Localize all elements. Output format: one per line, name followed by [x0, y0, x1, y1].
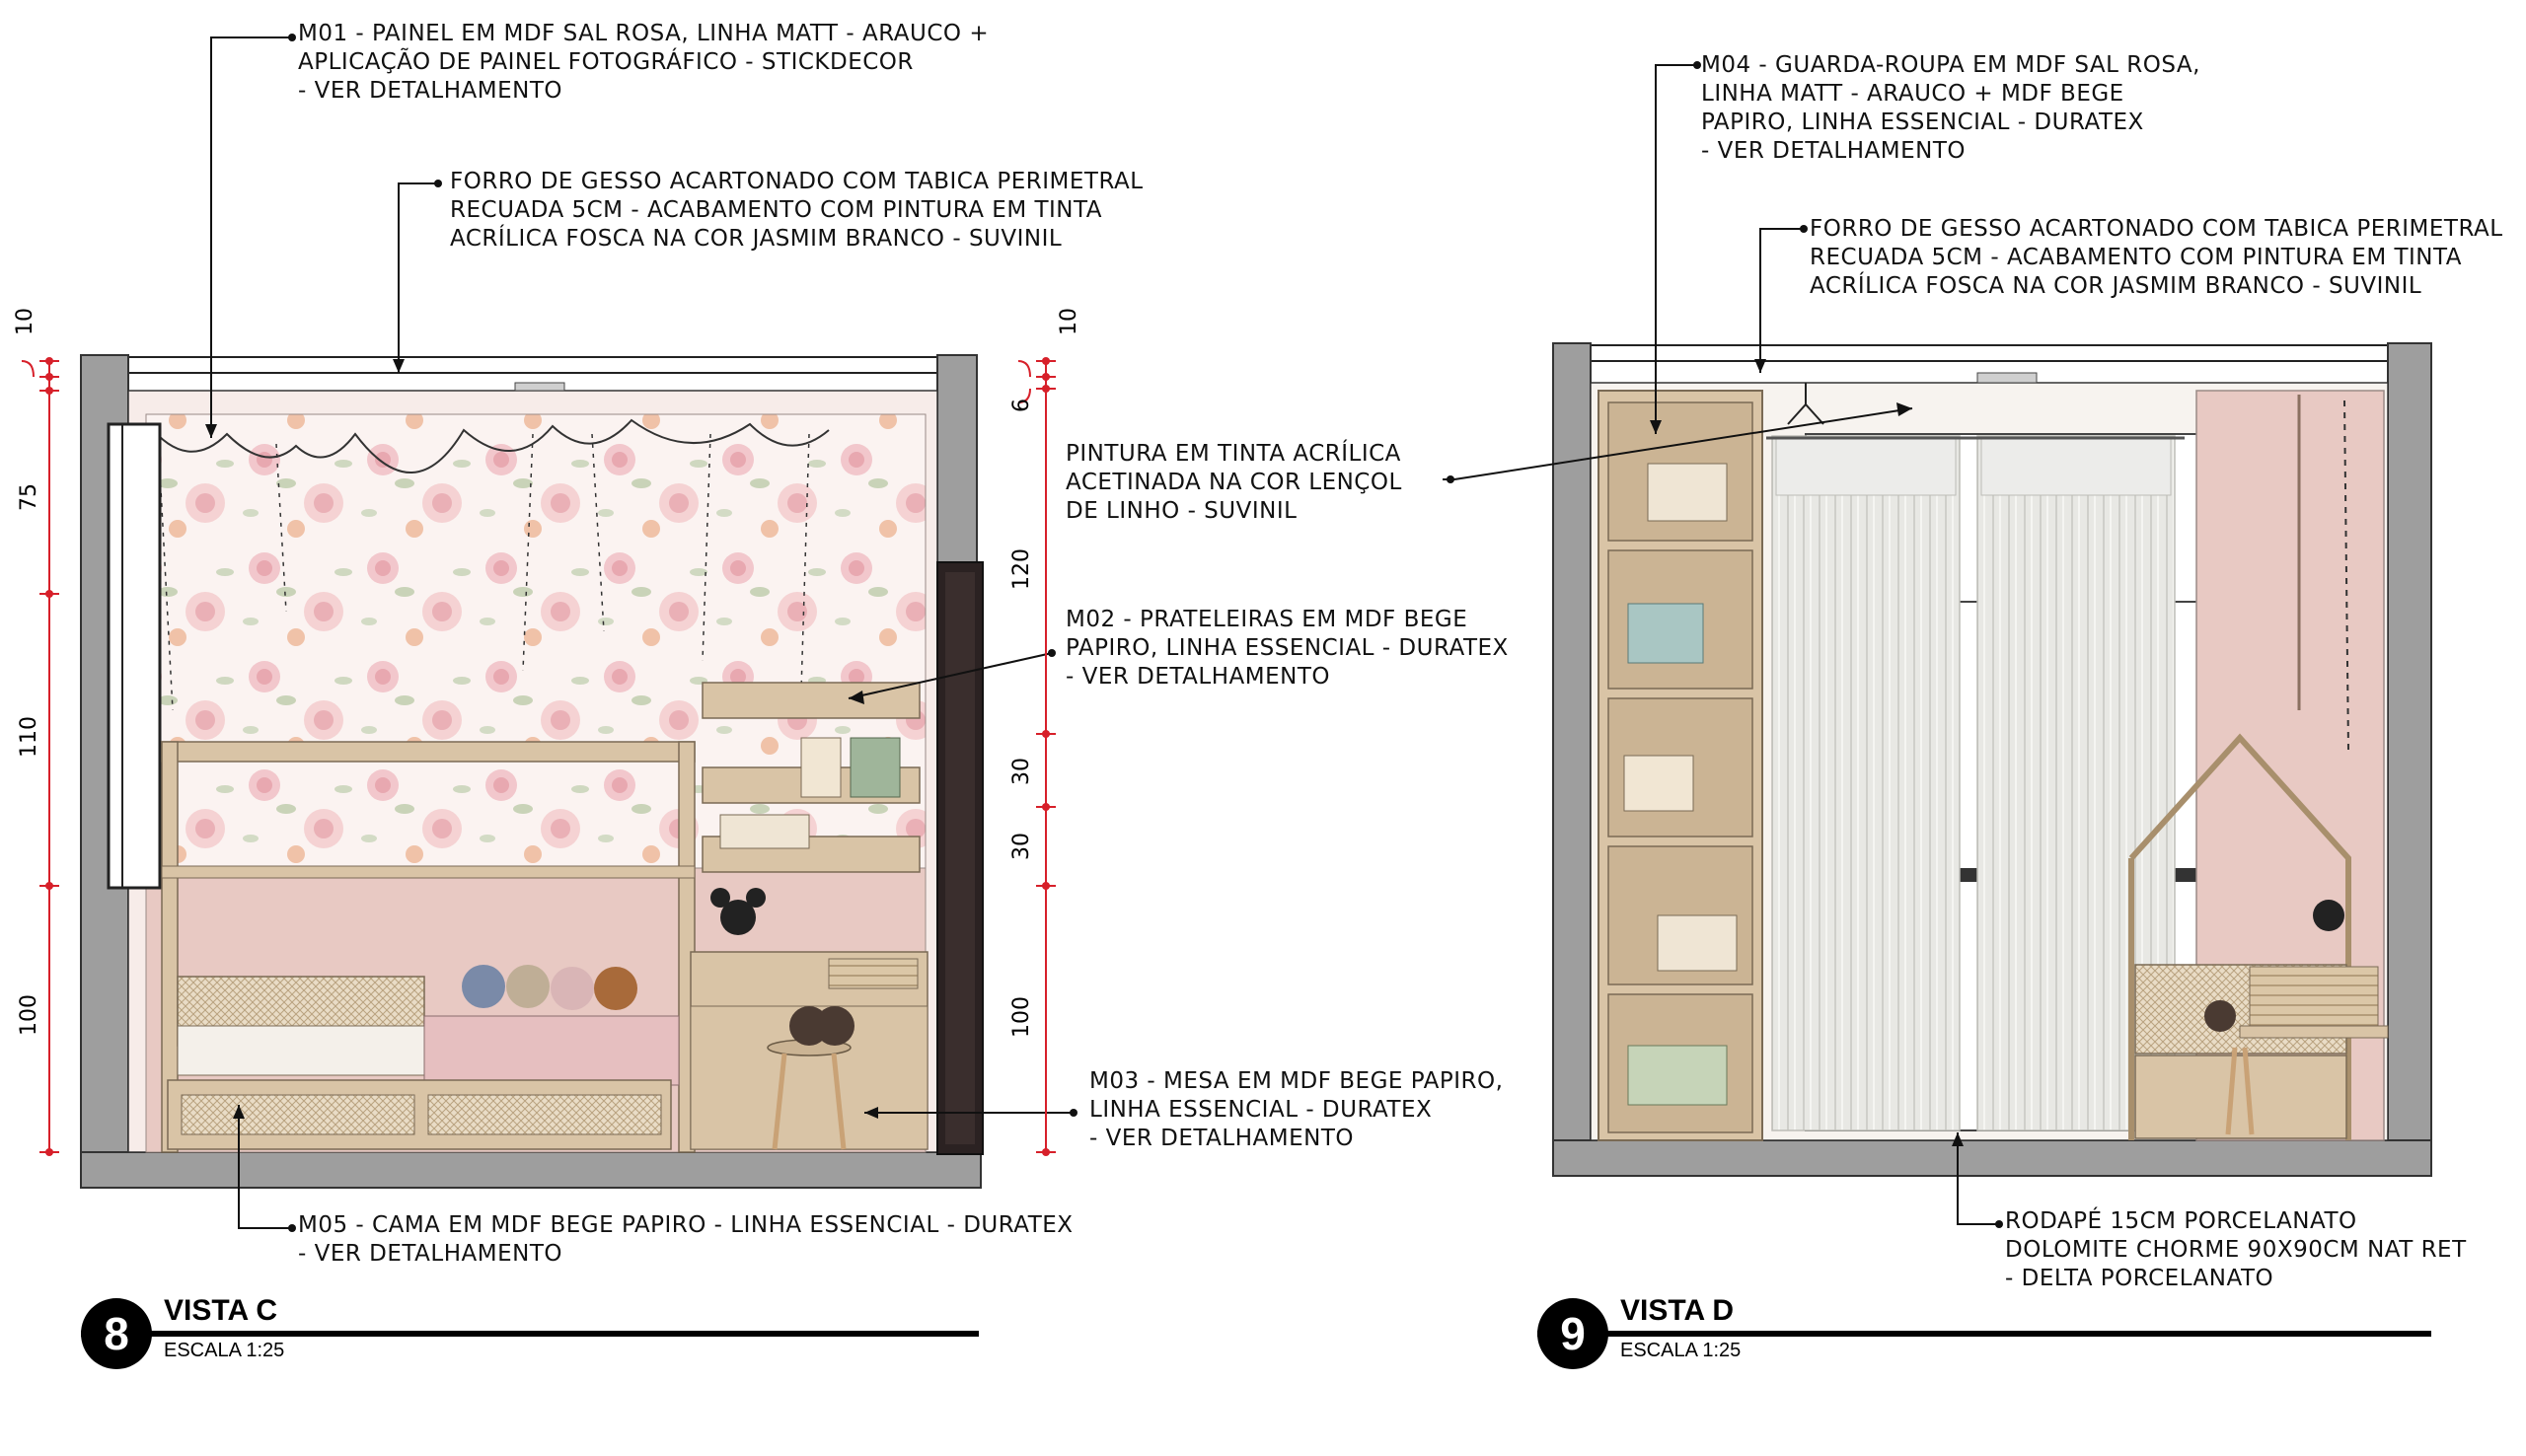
- note-line: M01 - PAINEL EM MDF SAL ROSA, LINHA MATT…: [298, 21, 990, 46]
- note-m01: M01 - PAINEL EM MDF SAL ROSA, LINHA MATT…: [298, 20, 989, 106]
- view-c-leaders: [210, 36, 1454, 1229]
- note-forro-d: FORRO DE GESSO ACARTONADO COM TABICA PER…: [1810, 215, 2503, 301]
- note-line: PAPIRO, LINHA ESSENCIAL - DURATEX: [1701, 109, 2144, 135]
- view-c-elevation: [80, 354, 984, 1189]
- note-line: PAPIRO, LINHA ESSENCIAL - DURATEX: [1066, 635, 1509, 661]
- note-line: LINHA MATT - ARAUCO + MDF BEGE: [1701, 81, 2124, 107]
- note-m03: M03 - MESA EM MDF BEGE PAPIRO, LINHA ESS…: [1089, 1067, 1503, 1153]
- dim-left-75: 75: [17, 483, 41, 511]
- view-c-scale: ESCALA 1:25: [164, 1340, 285, 1361]
- note-line: - VER DETALHAMENTO: [1701, 138, 1966, 164]
- note-m02: M02 - PRATELEIRAS EM MDF BEGE PAPIRO, LI…: [1066, 606, 1509, 692]
- view-d-leaders: [1453, 64, 1999, 1225]
- dim-right-120: 120: [1009, 548, 1034, 590]
- note-line: APLICAÇÃO DE PAINEL FOTOGRÁFICO - STICKD…: [298, 49, 914, 75]
- view-c-title: VISTA C: [164, 1294, 278, 1327]
- note-line: ACRÍLICA FOSCA NA COR JASMIM BRANCO - SU…: [450, 226, 1063, 252]
- note-line: ACETINADA NA COR LENÇOL: [1066, 470, 1402, 495]
- note-line: - VER DETALHAMENTO: [1089, 1126, 1354, 1151]
- note-line: - DELTA PORCELANATO: [2005, 1266, 2274, 1291]
- note-line: - VER DETALHAMENTO: [298, 78, 562, 104]
- note-m04: M04 - GUARDA-ROUPA EM MDF SAL ROSA, LINH…: [1701, 51, 2200, 166]
- note-line: FORRO DE GESSO ACARTONADO COM TABICA PER…: [1810, 216, 2503, 242]
- view-d-leader-arrows: [1650, 359, 1964, 1146]
- note-line: M02 - PRATELEIRAS EM MDF BEGE: [1066, 607, 1468, 632]
- note-rodape: RODAPÉ 15CM PORCELANATO DOLOMITE CHORME …: [2005, 1207, 2467, 1293]
- dim-left-110: 110: [17, 716, 41, 758]
- dim-right-6: 6: [1009, 399, 1034, 412]
- note-line: - VER DETALHAMENTO: [298, 1241, 562, 1267]
- dim-left-10: 10: [13, 308, 37, 335]
- view-d-number-badge: 9: [1537, 1298, 1608, 1369]
- dimension-chain-right: [1017, 357, 1056, 1156]
- view-c-leader-arrows: [205, 359, 878, 1119]
- note-line: M03 - MESA EM MDF BEGE PAPIRO,: [1089, 1068, 1504, 1094]
- note-line: M05 - CAMA EM MDF BEGE PAPIRO - LINHA ES…: [298, 1212, 1074, 1238]
- dim-right-10: 10: [1057, 308, 1081, 335]
- view-d-title: VISTA D: [1620, 1294, 1735, 1327]
- dim-right-30a: 30: [1009, 758, 1034, 785]
- note-line: DOLOMITE CHORME 90X90CM NAT RET: [2005, 1237, 2467, 1263]
- view-d-leader-dots: [1693, 61, 2003, 1228]
- view-d-elevation: [1552, 342, 2432, 1177]
- dim-right-30b: 30: [1009, 833, 1034, 860]
- view-c-leader-dots: [288, 34, 1454, 1232]
- note-line: RECUADA 5CM - ACABAMENTO COM PINTURA EM …: [450, 197, 1103, 223]
- note-line: LINHA ESSENCIAL - DURATEX: [1089, 1097, 1433, 1123]
- note-pintura: PINTURA EM TINTA ACRÍLICA ACETINADA NA C…: [1066, 440, 1402, 526]
- note-line: DE LINHO - SUVINIL: [1066, 498, 1298, 524]
- note-line: PINTURA EM TINTA ACRÍLICA: [1066, 441, 1401, 467]
- note-line: RODAPÉ 15CM PORCELANATO: [2005, 1208, 2357, 1234]
- view-c-number-badge: 8: [81, 1298, 152, 1369]
- note-forro-c: FORRO DE GESSO ACARTONADO COM TABICA PER…: [450, 168, 1144, 254]
- dimension-text-left: 10 75 110 100: [13, 308, 41, 1036]
- note-line: FORRO DE GESSO ACARTONADO COM TABICA PER…: [450, 169, 1144, 194]
- note-m05: M05 - CAMA EM MDF BEGE PAPIRO - LINHA ES…: [298, 1211, 1074, 1269]
- note-line: - VER DETALHAMENTO: [1066, 664, 1330, 690]
- dim-right-100: 100: [1009, 996, 1034, 1038]
- dimension-text-right: 10 6 120 30 30 100: [1009, 308, 1081, 1038]
- note-line: M04 - GUARDA-ROUPA EM MDF SAL ROSA,: [1701, 52, 2200, 78]
- note-line: ACRÍLICA FOSCA NA COR JASMIM BRANCO - SU…: [1810, 273, 2422, 299]
- note-line: RECUADA 5CM - ACABAMENTO COM PINTURA EM …: [1810, 245, 2463, 270]
- dim-left-100: 100: [17, 994, 41, 1036]
- dimension-chain-left: [21, 357, 59, 1156]
- view-d-scale: ESCALA 1:25: [1620, 1340, 1742, 1361]
